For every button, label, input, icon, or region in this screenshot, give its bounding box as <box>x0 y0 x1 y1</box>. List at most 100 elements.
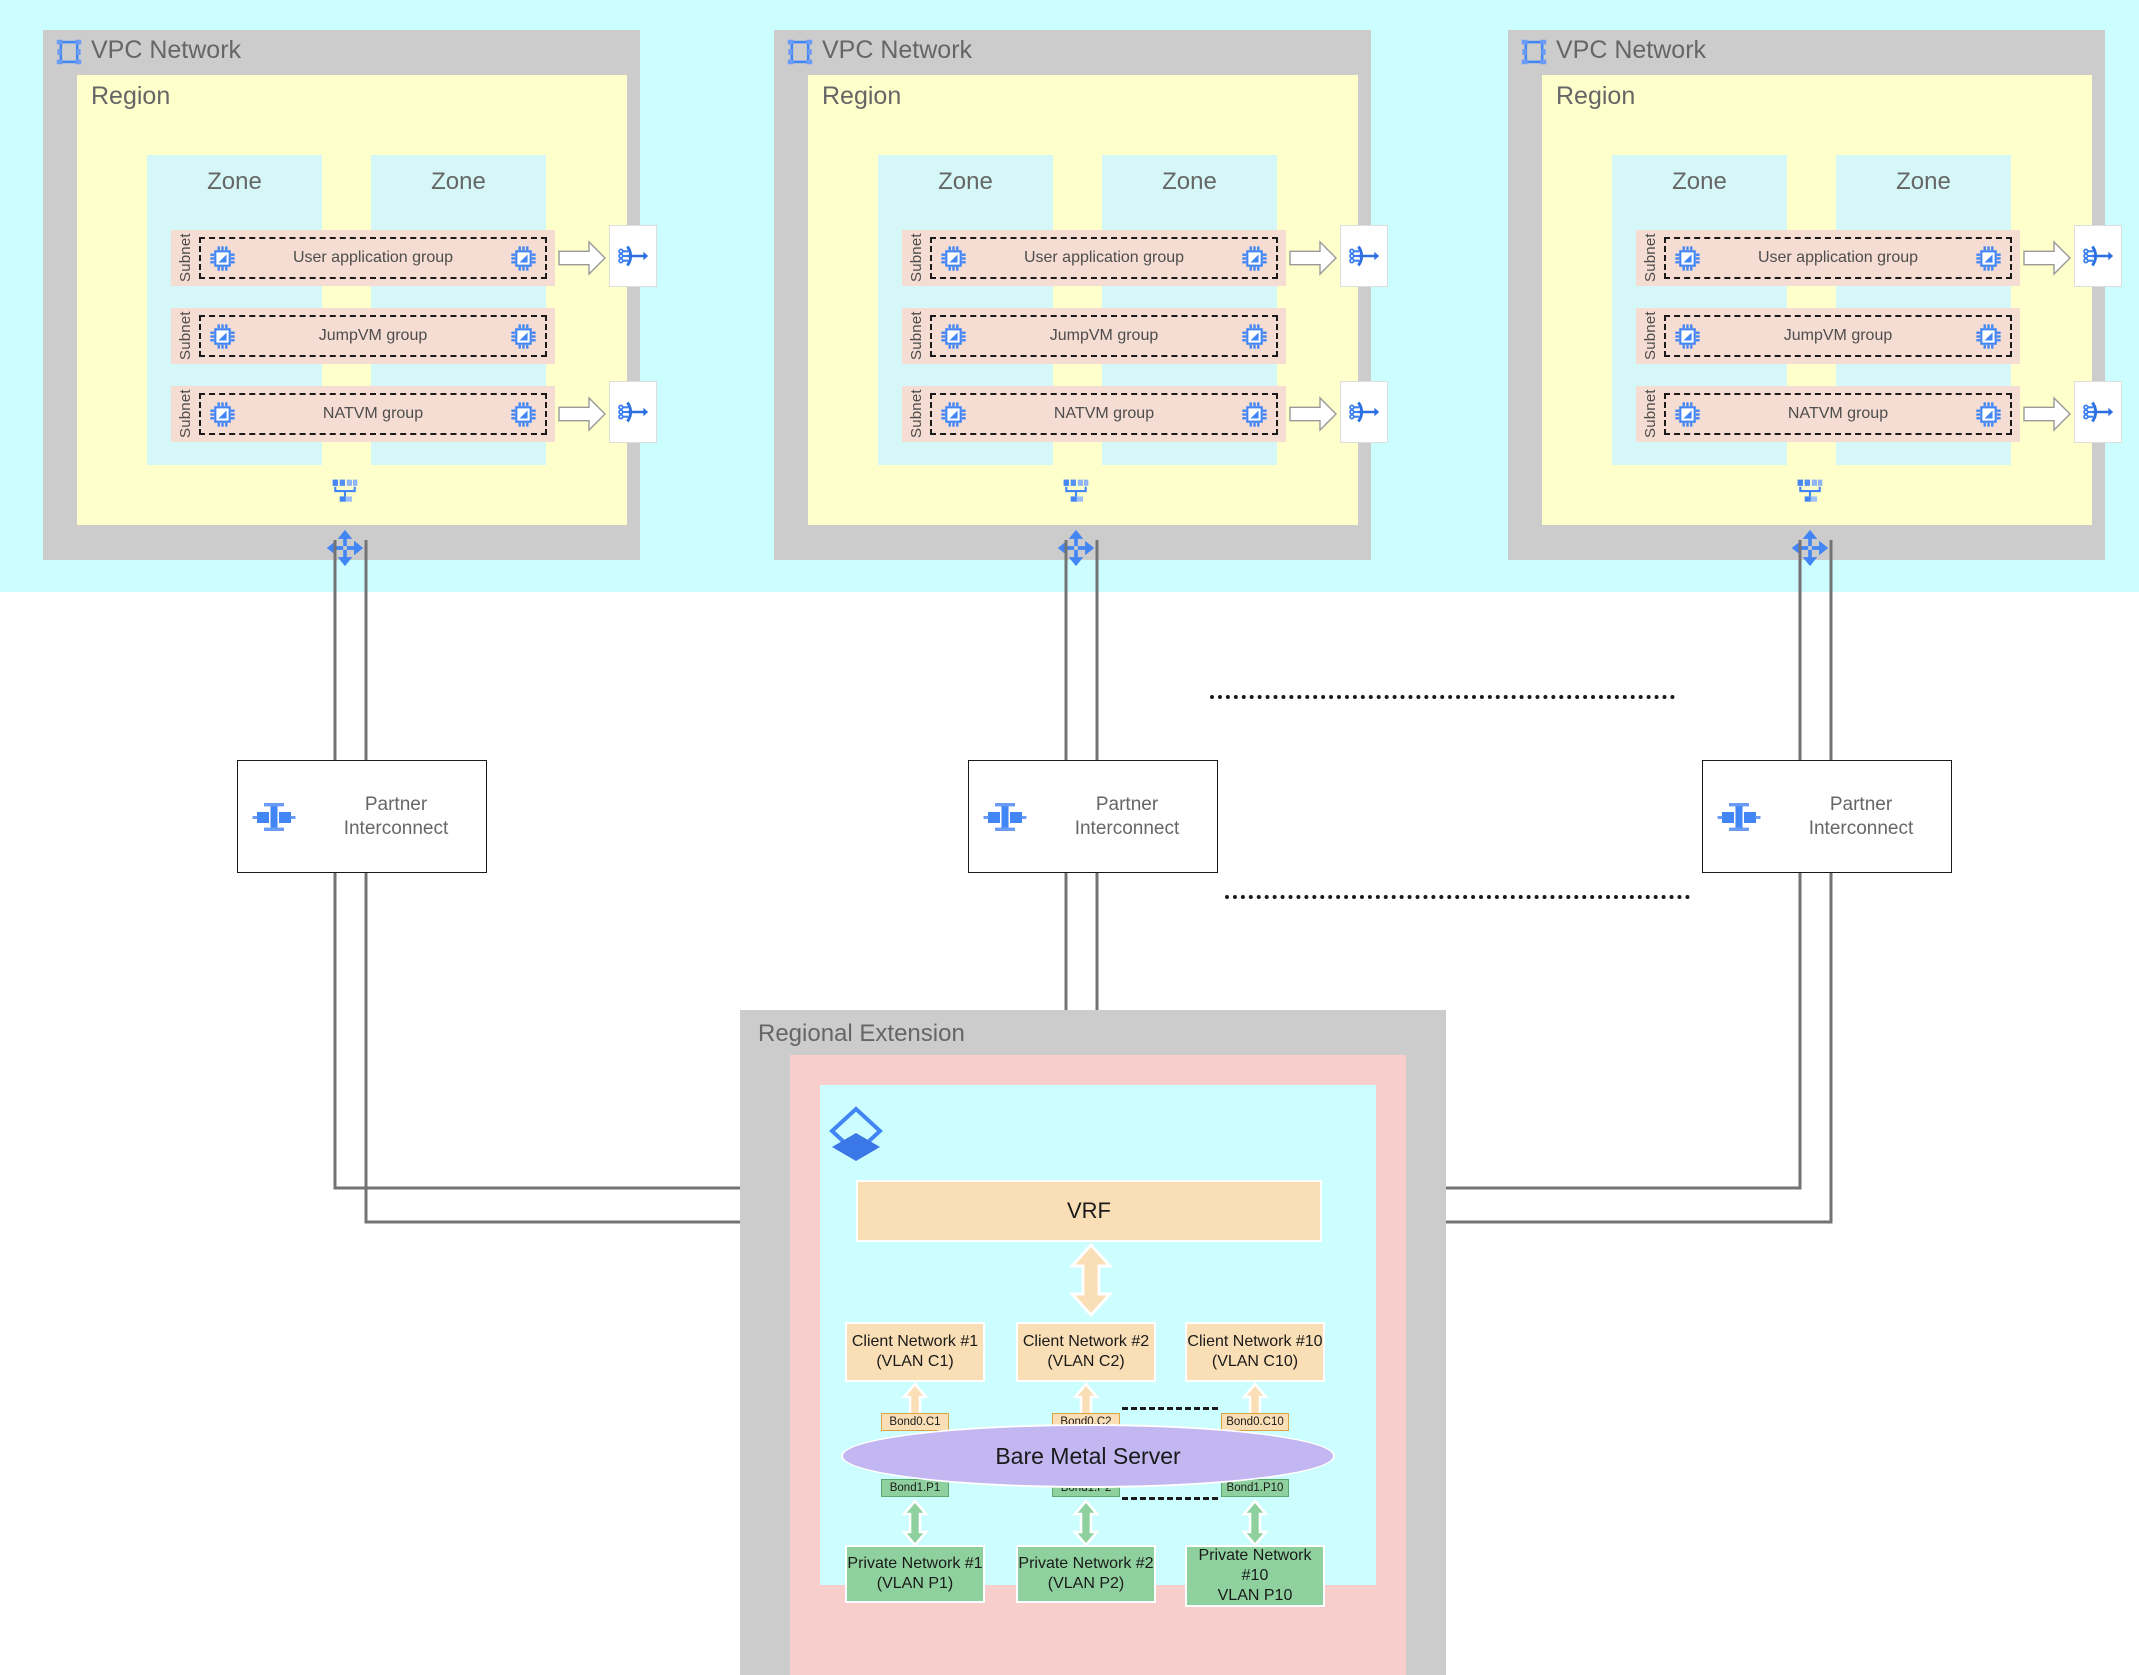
vm-instance-icon-right <box>1975 323 2002 350</box>
client-network-line-1: Client Network #2 <box>1022 1333 1150 1350</box>
load-balancer-3[interactable] <box>609 381 657 443</box>
load-balancer-3[interactable] <box>2074 381 2122 443</box>
private-network-line-3: VLAN P10 <box>1217 1587 1293 1604</box>
load-balancer-icon <box>616 239 650 273</box>
subnet-box-2: Subnet JumpVM group <box>171 308 555 364</box>
private-network-arrow-1 <box>901 1498 929 1548</box>
vm-instance-icon-left <box>209 245 236 272</box>
partner-interconnect-1[interactable]: Partner Interconnect <box>237 760 487 873</box>
partner-interconnect-icon <box>983 800 1027 834</box>
zone-title-2: Zone <box>1162 168 1217 195</box>
vpc-network-3: VPC Network Region Zone Zone Subnet User… <box>1508 30 2122 567</box>
bond-tag-client-1: Bond0.C1 <box>881 1413 949 1432</box>
zone-title-1: Zone <box>207 168 262 195</box>
vm-instance-icon-right <box>1241 401 1268 428</box>
vm-instance-icon-right <box>510 323 537 350</box>
partner-interconnect-3[interactable]: Partner Interconnect <box>1702 760 1952 873</box>
private-network-1[interactable]: Private Network #1 (VLAN P1) <box>845 1545 985 1603</box>
vm-group-1[interactable]: User application group <box>1664 237 2012 279</box>
vpc-network-icon <box>1520 38 1548 66</box>
vm-instance-icon-right <box>1975 401 2002 428</box>
vm-group-1[interactable]: User application group <box>930 237 1278 279</box>
vm-group-2[interactable]: JumpVM group <box>930 315 1278 357</box>
load-balancer-3[interactable] <box>1340 381 1388 443</box>
vm-group-label-3: NATVM group <box>1053 405 1155 422</box>
region-title: Region <box>1556 82 1636 110</box>
partner-interconnect-label-2: Partner Interconnect <box>1037 793 1217 839</box>
subnet-box-2: Subnet JumpVM group <box>1636 308 2020 364</box>
pi-line-2: Interconnect <box>1074 817 1180 839</box>
vm-instance-icon-right <box>1241 245 1268 272</box>
vm-group-1[interactable]: User application group <box>199 237 547 279</box>
network-switch-icon <box>330 477 360 507</box>
bare-metal-server[interactable]: Bare Metal Server <box>841 1424 1335 1488</box>
cloud-router-icon[interactable] <box>325 528 365 568</box>
client-network-ellipsis <box>1122 1407 1218 1410</box>
vm-group-label-3: NATVM group <box>1787 405 1889 422</box>
vm-instance-icon-left <box>1674 323 1701 350</box>
vm-group-3[interactable]: NATVM group <box>199 393 547 435</box>
subnet-box-2: Subnet JumpVM group <box>902 308 1286 364</box>
vrf-box[interactable]: VRF <box>856 1180 1322 1242</box>
vpc-network-2: VPC Network Region Zone Zone Subnet User… <box>774 30 1388 567</box>
vpc-network-icon <box>786 38 814 66</box>
partner-interconnect-label-3: Partner Interconnect <box>1771 793 1951 839</box>
bond-tag-private-1: Bond1.P1 <box>881 1479 949 1498</box>
subnet-egress-arrow-1 <box>1289 240 1337 276</box>
subnet-label-3: Subnet <box>177 389 194 438</box>
vpc-network-title: VPC Network <box>822 36 973 64</box>
bond-tag-client-3: Bond0.C10 <box>1221 1413 1289 1432</box>
client-network-2[interactable]: Client Network #2 (VLAN C2) <box>1016 1322 1156 1382</box>
vm-instance-icon-left <box>1674 245 1701 272</box>
cloud-router-icon[interactable] <box>1056 528 1096 568</box>
private-network-ellipsis <box>1122 1497 1218 1500</box>
vm-group-label-3: NATVM group <box>322 405 424 422</box>
private-network-3[interactable]: Private Network #10 VLAN P10 <box>1185 1545 1325 1607</box>
private-network-line-2: (VLAN P1) <box>876 1575 954 1592</box>
pi-line-1: Partner <box>1095 794 1159 816</box>
load-balancer-icon <box>1347 239 1381 273</box>
load-balancer-1[interactable] <box>2074 225 2122 287</box>
zone-title-1: Zone <box>938 168 993 195</box>
client-network-1[interactable]: Client Network #1 (VLAN C1) <box>845 1322 985 1382</box>
vm-instance-icon-left <box>940 401 967 428</box>
subnet-egress-arrow-3 <box>1289 396 1337 432</box>
subnet-egress-arrow-1 <box>2023 240 2071 276</box>
subnet-box-3: Subnet NATVM group <box>1636 386 2020 442</box>
private-network-line-1: Private Network #2 <box>1018 1555 1154 1572</box>
client-network-3[interactable]: Client Network #10 (VLAN C10) <box>1185 1322 1325 1382</box>
load-balancer-1[interactable] <box>1340 225 1388 287</box>
vm-group-3[interactable]: NATVM group <box>1664 393 2012 435</box>
load-balancer-icon <box>616 395 650 429</box>
client-network-line-1: Client Network #1 <box>851 1333 979 1350</box>
subnet-egress-arrow-3 <box>558 396 606 432</box>
vm-group-label-2: JumpVM group <box>318 327 428 344</box>
subnet-box-1: Subnet User application group <box>171 230 555 286</box>
vpc-network-title: VPC Network <box>91 36 242 64</box>
vm-instance-icon-right <box>510 245 537 272</box>
vpc-network-title: VPC Network <box>1556 36 1707 64</box>
private-network-2[interactable]: Private Network #2 (VLAN P2) <box>1016 1545 1156 1603</box>
client-network-line-2: (VLAN C1) <box>876 1353 954 1370</box>
vm-group-label-1: User application group <box>1023 249 1185 266</box>
vm-group-3[interactable]: NATVM group <box>930 393 1278 435</box>
regional-extension-title: Regional Extension <box>758 1020 965 1047</box>
vm-group-label-2: JumpVM group <box>1049 327 1159 344</box>
partner-interconnect-2[interactable]: Partner Interconnect <box>968 760 1218 873</box>
network-switch-icon <box>1795 477 1825 507</box>
cloud-router-icon[interactable] <box>1790 528 1830 568</box>
subnet-label-2: Subnet <box>1642 311 1659 360</box>
vm-instance-icon-right <box>1975 245 2002 272</box>
subnet-box-3: Subnet NATVM group <box>171 386 555 442</box>
pi-line-1: Partner <box>1829 794 1893 816</box>
load-balancer-1[interactable] <box>609 225 657 287</box>
subnet-box-1: Subnet User application group <box>1636 230 2020 286</box>
vm-group-2[interactable]: JumpVM group <box>199 315 547 357</box>
zone-title-2: Zone <box>1896 168 1951 195</box>
vm-group-2[interactable]: JumpVM group <box>1664 315 2012 357</box>
layers-stack-icon <box>824 1103 888 1167</box>
vpc-network-1: VPC Network Region Zone Zone Subnet User… <box>43 30 657 567</box>
vm-instance-icon-left <box>209 401 236 428</box>
subnet-label-2: Subnet <box>908 311 925 360</box>
